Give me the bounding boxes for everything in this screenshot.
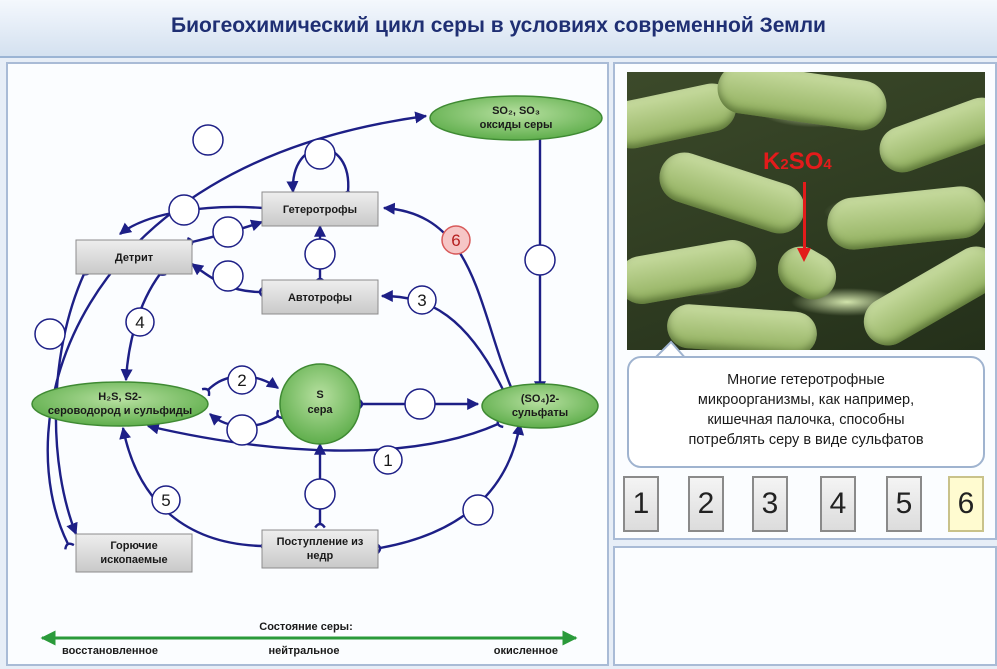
diagram-panel: SO₂, SO₃ оксиды серы Гетеротрофы Детрит … <box>6 62 609 666</box>
choice-button-4[interactable]: 4 <box>820 476 856 532</box>
state-neutral: нейтральное <box>269 645 340 657</box>
svg-text:4: 4 <box>135 313 144 332</box>
answer-panel <box>613 546 997 666</box>
svg-text:S: S <box>316 389 323 401</box>
blank-slot <box>34 318 66 350</box>
svg-text:SO₂, SO₃: SO₂, SO₃ <box>492 105 540 117</box>
node-sulfur[interactable]: S сера <box>279 363 361 445</box>
svg-text:1: 1 <box>383 451 392 470</box>
state-reduced: восстановленное <box>62 645 158 657</box>
sulfur-cycle-diagram: SO₂, SO₃ оксиды серы Гетеротрофы Детрит … <box>31 95 603 657</box>
arrow-sulfates-to-autotrophs <box>380 290 515 406</box>
marker-3: 3 <box>407 285 437 315</box>
arrow-fossil-to-oxides <box>46 111 428 550</box>
blank-slot <box>168 194 200 226</box>
arrow-depth-to-h2s <box>119 426 267 552</box>
page-title: Биогеохимический цикл серы в условиях со… <box>171 14 826 37</box>
choice-button-1[interactable]: 1 <box>623 476 659 532</box>
bacteria-micrograph: K2SO4 <box>627 72 985 350</box>
blank-slot <box>304 138 336 170</box>
marker-4: 4 <box>125 307 155 337</box>
callout-tail <box>652 340 688 360</box>
svg-text:сера: сера <box>307 404 333 416</box>
node-autotrophs[interactable]: Автотрофы <box>261 279 379 315</box>
svg-text:5: 5 <box>161 491 170 510</box>
node-fossil-fuels[interactable]: Горючие ископаемые <box>75 533 193 573</box>
blank-slot <box>212 216 244 248</box>
svg-text:Автотрофы: Автотрофы <box>288 292 352 304</box>
node-sulfates[interactable]: (SO₄)2- сульфаты <box>481 383 599 429</box>
callout-line: потреблять серу в виде сульфатов <box>688 432 924 448</box>
cycle-arrows <box>46 111 546 555</box>
arrow-depth-to-sulfates <box>375 422 525 555</box>
formula-arrow-icon <box>803 182 806 252</box>
blank-slot <box>404 388 436 420</box>
svg-text:Поступление из: Поступление из <box>277 536 364 548</box>
choice-button-6[interactable]: 6 <box>948 476 984 532</box>
node-h2s[interactable]: H₂S, S2- сероводород и сульфиды <box>31 381 209 427</box>
marker-1: 1 <box>373 445 403 475</box>
svg-text:оксиды серы: оксиды серы <box>480 119 553 131</box>
blank-slot <box>304 478 336 510</box>
callout-line: микроорганизмы, как например, <box>697 392 915 408</box>
node-depth-input[interactable]: Поступление из недр <box>261 529 379 569</box>
choice-button-2[interactable]: 2 <box>688 476 724 532</box>
blank-slot <box>212 260 244 292</box>
svg-text:3: 3 <box>417 291 426 310</box>
svg-text:H₂S, S2-: H₂S, S2- <box>98 391 142 403</box>
svg-text:(SO₄)2-: (SO₄)2- <box>521 393 560 405</box>
node-heterotrophs[interactable]: Гетеротрофы <box>261 191 379 227</box>
marker-2: 2 <box>227 365 257 395</box>
choice-button-5[interactable]: 5 <box>886 476 922 532</box>
state-scale: Состояние серы: восстановленное нейтраль… <box>40 621 578 657</box>
svg-text:2: 2 <box>237 371 246 390</box>
marker-6: 6 <box>441 225 471 255</box>
title-bar: Биогеохимический цикл серы в условиях со… <box>0 0 997 58</box>
blank-slot <box>304 238 336 270</box>
blank-slot <box>192 124 224 156</box>
blank-slot <box>226 414 258 446</box>
node-detritus[interactable]: Детрит <box>75 239 193 275</box>
svg-text:Горючие: Горючие <box>110 540 157 552</box>
marker-5: 5 <box>151 485 181 515</box>
svg-text:ископаемые: ископаемые <box>100 554 167 566</box>
svg-text:Гетеротрофы: Гетеротрофы <box>283 204 357 216</box>
blank-slots[interactable] <box>34 124 556 526</box>
svg-text:сульфаты: сульфаты <box>512 407 568 419</box>
info-callout: Многие гетеротрофные микроорганизмы, как… <box>627 356 985 468</box>
formula-k2so4: K2SO4 <box>763 148 832 175</box>
svg-text:6: 6 <box>451 231 460 250</box>
blank-slot <box>462 494 494 526</box>
callout-line: Многие гетеротрофные <box>727 372 885 388</box>
photo-panel: K2SO4 Многие гетеротрофные микроорганизм… <box>613 62 997 540</box>
callout-line: кишечная палочка, способны <box>707 412 905 428</box>
svg-text:сероводород и сульфиды: сероводород и сульфиды <box>48 405 192 417</box>
svg-text:Детрит: Детрит <box>115 252 154 264</box>
node-oxides[interactable]: SO₂, SO₃ оксиды серы <box>429 95 603 141</box>
choice-button-3[interactable]: 3 <box>752 476 788 532</box>
state-scale-title: Состояние серы: <box>259 621 352 633</box>
blank-slot <box>524 244 556 276</box>
state-oxidized: окисленное <box>494 645 558 657</box>
svg-text:недр: недр <box>307 550 334 562</box>
